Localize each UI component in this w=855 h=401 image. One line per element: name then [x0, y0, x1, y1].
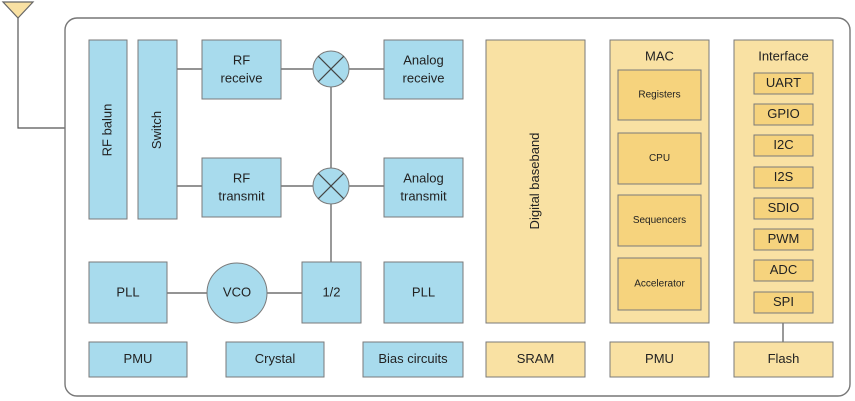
analog-transmit-block: Analog transmit — [383, 157, 464, 218]
analog-transmit-label-line1: Analog — [403, 170, 443, 185]
interface-item-sdio: SDIO — [768, 200, 800, 215]
crystal-label: Crystal — [255, 351, 296, 366]
interface-item-i2s: I2S — [774, 169, 794, 184]
mac-block: MAC Registers CPU Sequencers Accelerator — [609, 39, 710, 324]
rf-receive-block: RF receive — [201, 39, 282, 100]
rf-receive-label-line1: RF — [233, 52, 250, 67]
interface-title: Interface — [758, 48, 809, 63]
interface-item-spi: SPI — [773, 294, 794, 309]
sram-label: SRAM — [517, 351, 555, 366]
antenna-icon — [1, 1, 35, 28]
sram-block: SRAM — [485, 341, 586, 378]
bias-circuits-label: Bias circuits — [378, 351, 448, 366]
flash-label: Flash — [768, 351, 800, 366]
mixer-transmit-icon — [312, 167, 350, 205]
analog-receive-label-line1: Analog — [403, 52, 443, 67]
pmu-rf-block: PMU — [88, 341, 188, 378]
flash-block: Flash — [733, 341, 834, 378]
crystal-block: Crystal — [225, 341, 325, 378]
pll-left-block: PLL — [88, 261, 168, 324]
vco-block: VCO — [206, 262, 268, 324]
mixer-receive-icon — [312, 50, 350, 88]
pmu-digital-label: PMU — [645, 351, 674, 366]
digital-baseband-label: Digital baseband — [527, 133, 542, 230]
interface-item-gpio: GPIO — [767, 106, 800, 121]
divider-label: 1/2 — [322, 284, 340, 299]
digital-baseband-block: Digital baseband — [485, 39, 586, 324]
pll-left-label: PLL — [116, 284, 139, 299]
pll-right-label: PLL — [412, 284, 435, 299]
analog-receive-label-line2: receive — [403, 70, 445, 85]
pmu-rf-label: PMU — [124, 351, 153, 366]
rf-balun-block: RF balun — [88, 39, 128, 220]
switch-block: Switch — [137, 39, 178, 220]
divider-block: 1/2 — [301, 261, 362, 324]
rf-receive-label-line2: receive — [221, 70, 263, 85]
rf-balun-label: RF balun — [99, 104, 114, 157]
mac-item-registers: Registers — [638, 90, 680, 101]
interface-block: Interface UART GPIO I2C I2S SDIO PWM ADC… — [733, 39, 834, 324]
interface-item-uart: UART — [766, 75, 801, 90]
rf-transmit-label-line2: transmit — [218, 188, 265, 203]
analog-receive-block: Analog receive — [383, 39, 464, 100]
pmu-digital-block: PMU — [609, 341, 710, 378]
rf-transmit-block: RF transmit — [201, 157, 282, 218]
switch-label: Switch — [149, 111, 164, 149]
signal-wires — [167, 68, 784, 342]
pll-right-block: PLL — [383, 261, 464, 324]
rf-transmit-label-line1: RF — [233, 170, 250, 185]
interface-item-pwm: PWM — [768, 231, 800, 246]
mac-item-accelerator: Accelerator — [634, 279, 685, 290]
interface-item-i2c: I2C — [773, 137, 793, 152]
mac-item-cpu: CPU — [649, 153, 670, 164]
analog-transmit-label-line2: transmit — [400, 188, 447, 203]
vco-label: VCO — [223, 284, 251, 299]
mac-title: MAC — [645, 48, 674, 63]
bias-circuits-block: Bias circuits — [362, 341, 464, 378]
interface-item-adc: ADC — [770, 262, 797, 277]
mac-item-sequencers: Sequencers — [633, 215, 686, 226]
